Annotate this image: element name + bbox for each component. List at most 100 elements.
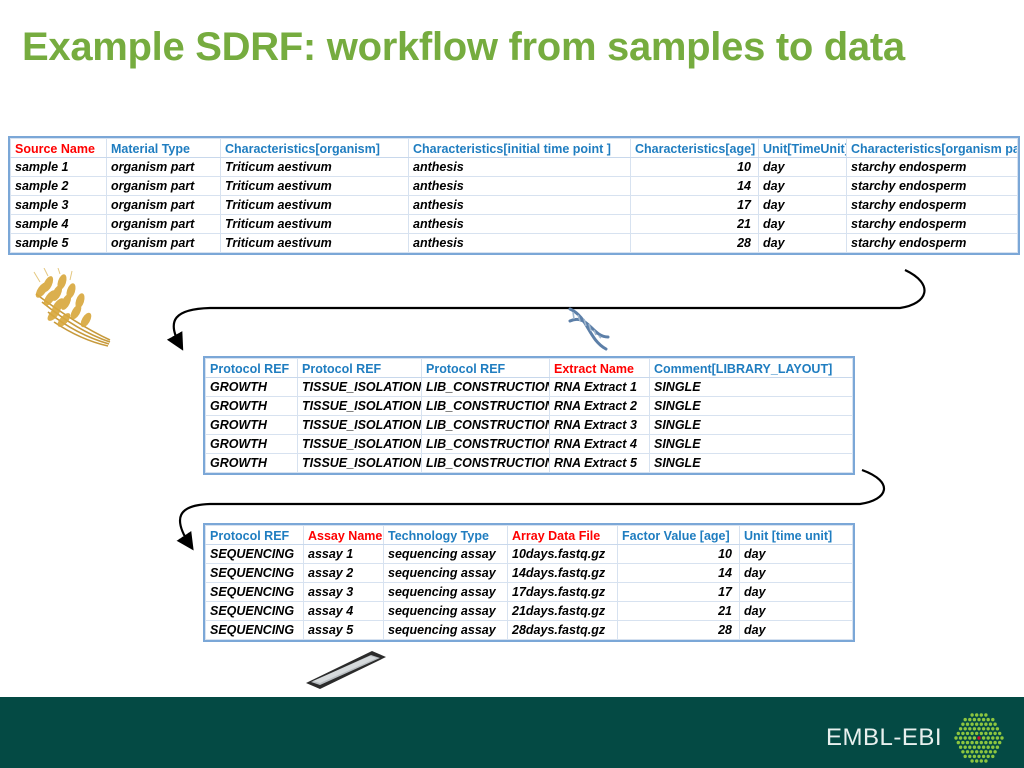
table-cell: 10 <box>630 157 759 177</box>
column-header: Material Type <box>106 138 221 158</box>
sequencing-slide-image <box>306 651 386 689</box>
column-header: Characteristics[organism] <box>220 138 409 158</box>
table-cell: LIB_CONSTRUCTION <box>421 434 550 454</box>
table-cell: starchy endosperm <box>846 214 1018 234</box>
table-cell: GROWTH <box>205 434 298 454</box>
column-header: Comment[LIBRARY_LAYOUT] <box>649 358 853 378</box>
table-cell: day <box>739 601 853 621</box>
table-cell: organism part <box>106 233 221 253</box>
table-cell: organism part <box>106 195 221 215</box>
embl-ebi-logo: EMBL-EBI <box>826 711 1006 765</box>
table-cell: LIB_CONSTRUCTION <box>421 396 550 416</box>
table-cell: starchy endosperm <box>846 157 1018 177</box>
page-title: Example SDRF: workflow from samples to d… <box>22 25 905 69</box>
column-header: Protocol REF <box>421 358 550 378</box>
table-cell: sequencing assay <box>383 620 508 640</box>
table-cell: anthesis <box>408 195 631 215</box>
table-cell: RNA Extract 2 <box>549 396 650 416</box>
table-cell: sequencing assay <box>383 563 508 583</box>
table-cell: assay 3 <box>303 582 384 602</box>
table-cell: TISSUE_ISOLATION <box>297 434 422 454</box>
table-cell: TISSUE_ISOLATION <box>297 396 422 416</box>
table-cell: sample 3 <box>10 195 107 215</box>
table-cell: anthesis <box>408 233 631 253</box>
table-cell: day <box>739 582 853 602</box>
table-cell: 10 <box>617 544 740 564</box>
table-cell: LIB_CONSTRUCTION <box>421 377 550 397</box>
table-cell: SEQUENCING <box>205 544 304 564</box>
table-cell: day <box>758 214 847 234</box>
table-cell: RNA Extract 5 <box>549 453 650 473</box>
table-cell: GROWTH <box>205 377 298 397</box>
table-cell: sample 1 <box>10 157 107 177</box>
table-cell: LIB_CONSTRUCTION <box>421 453 550 473</box>
table-cell: assay 1 <box>303 544 384 564</box>
table-cell: SEQUENCING <box>205 601 304 621</box>
table-cell: 17days.fastq.gz <box>507 582 618 602</box>
table-cell: day <box>758 157 847 177</box>
table-cell: day <box>739 544 853 564</box>
table-cell: organism part <box>106 157 221 177</box>
table-cell: SINGLE <box>649 434 853 454</box>
table-cell: RNA Extract 1 <box>549 377 650 397</box>
table-cell: 21days.fastq.gz <box>507 601 618 621</box>
table-cell: 14 <box>630 176 759 196</box>
arrow-samples-to-extracts <box>166 269 926 351</box>
column-header: Extract Name <box>549 358 650 378</box>
table-cell: GROWTH <box>205 415 298 435</box>
column-header: Characteristics[organism part] <box>846 138 1018 158</box>
table-cell: anthesis <box>408 176 631 196</box>
dna-helix-image <box>568 307 610 351</box>
table-cell: day <box>739 620 853 640</box>
table-cell: 28 <box>630 233 759 253</box>
table-cell: SINGLE <box>649 396 853 416</box>
table-cell: GROWTH <box>205 396 298 416</box>
table-cell: assay 4 <box>303 601 384 621</box>
table-cell: SEQUENCING <box>205 620 304 640</box>
column-header: Protocol REF <box>205 525 304 545</box>
embl-ebi-logo-text: EMBL-EBI <box>825 724 942 751</box>
table-cell: SINGLE <box>649 453 853 473</box>
table-cell: 21 <box>617 601 740 621</box>
column-header: Protocol REF <box>297 358 422 378</box>
table-cell: SINGLE <box>649 377 853 397</box>
table-cell: sample 4 <box>10 214 107 234</box>
table-cell: TISSUE_ISOLATION <box>297 415 422 435</box>
table-cell: day <box>739 563 853 583</box>
embl-ebi-dot-hex-icon <box>954 713 1004 763</box>
table-cell: Triticum aestivum <box>220 195 409 215</box>
table-cell: TISSUE_ISOLATION <box>297 377 422 397</box>
table-cell: organism part <box>106 214 221 234</box>
table-cell: 10days.fastq.gz <box>507 544 618 564</box>
table-cell: LIB_CONSTRUCTION <box>421 415 550 435</box>
column-header: Factor Value [age] <box>617 525 740 545</box>
table-cell: 17 <box>617 582 740 602</box>
column-header: Unit [time unit] <box>739 525 853 545</box>
table-cell: Triticum aestivum <box>220 233 409 253</box>
table-cell: day <box>758 195 847 215</box>
table-cell: anthesis <box>408 214 631 234</box>
table-cell: RNA Extract 3 <box>549 415 650 435</box>
table-cell: sequencing assay <box>383 544 508 564</box>
column-header: Characteristics[initial time point ] <box>408 138 631 158</box>
table-cell: sample 2 <box>10 176 107 196</box>
table-cell: 21 <box>630 214 759 234</box>
table-cell: Triticum aestivum <box>220 157 409 177</box>
